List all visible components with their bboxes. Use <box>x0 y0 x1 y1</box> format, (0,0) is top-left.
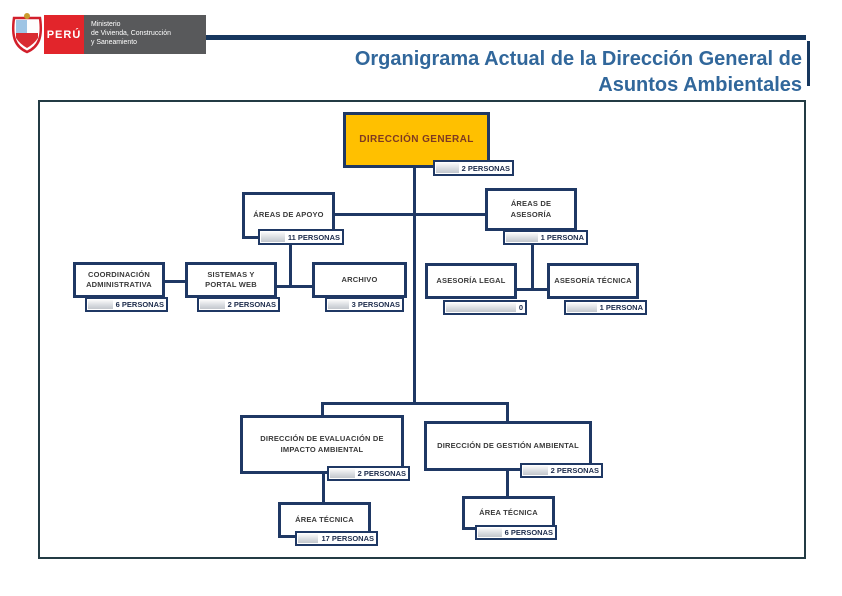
connector-line <box>506 402 509 424</box>
page-title-line2: Asuntos Ambientales <box>598 74 802 97</box>
person-count-badge: 3 PERSONAS <box>325 297 404 312</box>
connector-line <box>321 402 509 405</box>
org-node-label: ASESORÍA TÉCNICA <box>554 275 632 285</box>
connector-line <box>413 168 416 404</box>
person-count-badge: 0 <box>443 300 527 315</box>
count-bar <box>506 233 538 242</box>
person-count-badge: 11 PERSONAS <box>258 229 344 245</box>
person-count-badge: 1 PERSONA <box>503 230 588 245</box>
connector-line <box>335 213 487 216</box>
person-count: 2 PERSONAS <box>548 465 601 476</box>
count-bar <box>446 303 516 312</box>
org-node-label: DIRECCIÓN DE GESTIÓN AMBIENTAL <box>437 440 579 450</box>
connector-line <box>506 471 509 497</box>
person-count-badge: 2 PERSONAS <box>327 466 410 481</box>
org-node-coordinacion-administrativa: COORDINACIÓN ADMINISTRATIVA <box>73 262 165 298</box>
connector-line <box>517 288 547 291</box>
person-count-badge: 2 PERSONAS <box>197 297 280 312</box>
org-node-area-tecnica-gestion: ÁREA TÉCNICA <box>462 496 555 530</box>
org-node-asesoria-legal: ASESORÍA LEGAL <box>425 263 517 299</box>
peru-logo-text: PERÚ <box>46 28 82 41</box>
org-node-label: ASESORÍA LEGAL <box>436 275 506 285</box>
person-count: 3 PERSONAS <box>349 299 402 310</box>
org-node-label: ÁREA TÉCNICA <box>295 514 354 524</box>
count-bar <box>298 534 319 543</box>
page-title-line1: Organigrama Actual de la Dirección Gener… <box>354 48 802 70</box>
org-node-label: ÁREAS DE APOYO <box>253 210 324 220</box>
person-count: 1 PERSONA <box>597 302 645 313</box>
person-count: 2 PERSONAS <box>459 162 512 174</box>
org-node-label: ÁREA TÉCNICA <box>479 507 538 517</box>
org-node-direccion-evaluacion-impacto: DIRECCIÓN DE EVALUACIÓN DE IMPACTO AMBIE… <box>240 415 404 474</box>
person-count: 6 PERSONAS <box>113 299 166 310</box>
org-node-label: ÁREAS DE ASESORÍA <box>510 199 552 219</box>
connector-line <box>165 280 187 283</box>
person-count-badge: 2 PERSONAS <box>520 463 603 478</box>
connector-line <box>322 474 325 503</box>
ministry-logo-box: Ministerio de Vivienda, Construcción y S… <box>84 15 206 54</box>
person-count: 17 PERSONAS <box>319 533 376 544</box>
org-node-label: COORDINACIÓN ADMINISTRATIVA <box>86 269 152 289</box>
person-count: 1 PERSONA <box>538 232 586 243</box>
connector-line <box>321 402 324 418</box>
org-node-sistemas-y-portal-web: SISTEMAS Y PORTAL WEB <box>185 262 277 298</box>
connector-line <box>531 245 534 290</box>
count-bar <box>200 300 225 309</box>
person-count: 0 <box>516 302 525 313</box>
person-count-badge: 2 PERSONAS <box>433 160 514 176</box>
ministry-name-line: de Vivienda, Construcción <box>91 30 171 38</box>
org-node-areas-de-asesoria: ÁREAS DE ASESORÍA <box>485 188 577 231</box>
connector-line <box>289 245 292 288</box>
header-rule <box>206 35 806 40</box>
person-count-badge: 6 PERSONAS <box>475 525 557 540</box>
count-bar <box>330 469 355 478</box>
org-node-label: DIRECCIÓN DE EVALUACIÓN DE IMPACTO AMBIE… <box>260 434 384 454</box>
count-bar <box>261 232 285 242</box>
count-bar <box>478 528 502 537</box>
count-bar <box>328 300 349 309</box>
person-count: 6 PERSONAS <box>502 527 555 538</box>
count-bar <box>567 303 597 312</box>
count-bar <box>436 163 459 173</box>
ministry-name-line: Ministerio <box>91 21 121 29</box>
title-accent-bar <box>807 41 810 86</box>
person-count: 2 PERSONAS <box>355 468 408 479</box>
person-count-badge: 6 PERSONAS <box>85 297 168 312</box>
org-node-archivo: ARCHIVO <box>312 262 407 298</box>
connector-line <box>277 285 314 288</box>
chart-frame <box>38 100 806 559</box>
person-count-badge: 17 PERSONAS <box>295 531 378 546</box>
ministry-name-line: y Saneamiento <box>91 38 137 46</box>
org-node-direccion-general: DIRECCIÓN GENERAL <box>343 112 490 168</box>
org-node-asesoria-tecnica: ASESORÍA TÉCNICA <box>547 263 639 299</box>
peru-coat-of-arms-icon <box>11 13 43 54</box>
peru-logo-box: PERÚ <box>44 15 84 54</box>
person-count: 2 PERSONAS <box>225 299 278 310</box>
count-bar <box>88 300 113 309</box>
page-title: Organigrama Actual de la Dirección Gener… <box>230 46 802 99</box>
person-count-badge: 1 PERSONA <box>564 300 647 315</box>
person-count: 11 PERSONAS <box>285 231 342 243</box>
org-node-direccion-gestion-ambiental: DIRECCIÓN DE GESTIÓN AMBIENTAL <box>424 421 592 471</box>
org-node-label: DIRECCIÓN GENERAL <box>359 134 474 146</box>
count-bar <box>523 466 548 475</box>
org-node-label: ARCHIVO <box>341 274 378 284</box>
org-node-label: SISTEMAS Y PORTAL WEB <box>205 269 257 289</box>
